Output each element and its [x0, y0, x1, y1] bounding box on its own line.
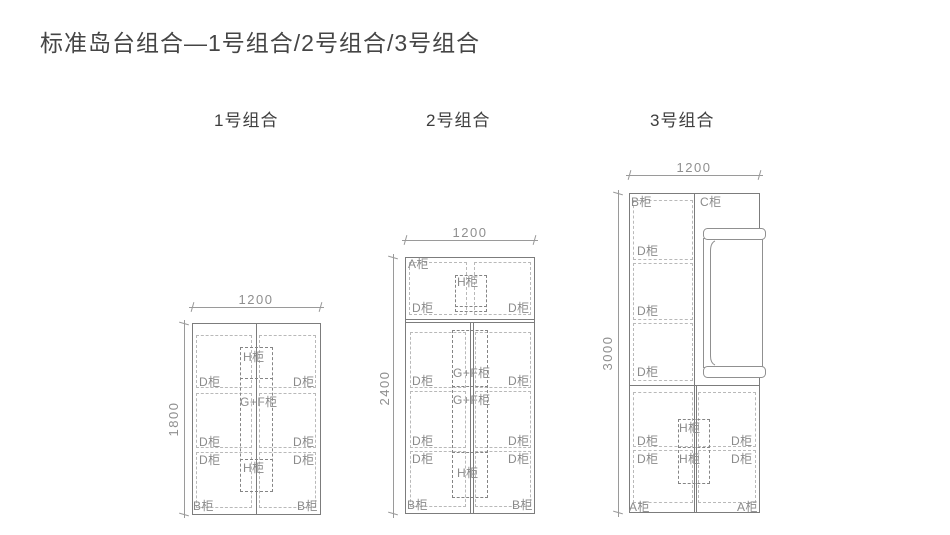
cabinet-box — [475, 391, 531, 448]
cabinet-label: D柜 — [508, 452, 530, 466]
cabinet-label: H柜 — [457, 466, 479, 480]
cabinet-label: D柜 — [412, 452, 434, 466]
cabinet-box — [409, 262, 467, 315]
cabinet-divider — [240, 459, 273, 460]
cabinet-label: D柜 — [293, 453, 315, 467]
cabinet-label: C柜 — [700, 195, 722, 209]
cabinet-label: D柜 — [199, 453, 221, 467]
dimension-line — [402, 240, 538, 241]
cabinet-box — [196, 452, 252, 508]
cabinet-divider — [455, 306, 487, 307]
cabinet-box — [698, 450, 756, 503]
cabinet-box — [196, 335, 252, 388]
divider-line — [629, 385, 760, 386]
cabinet-label: D柜 — [412, 374, 434, 388]
cabinet-label: A柜 — [737, 500, 759, 514]
cabinet-box-center — [240, 347, 273, 492]
divider-line — [694, 193, 695, 513]
cabinet-box — [633, 263, 693, 320]
cabinet-box — [410, 451, 466, 507]
dimension-value: 1200 — [452, 225, 488, 240]
cabinet-label: H柜 — [457, 275, 479, 289]
cabinet-label: D柜 — [412, 434, 434, 448]
cabinet-box — [259, 335, 316, 388]
dimension-value: 1800 — [166, 401, 181, 437]
dimension-line — [189, 307, 324, 308]
cabinet-label: G+F柜 — [240, 395, 278, 409]
cabinet-label: D柜 — [412, 301, 434, 315]
cabinet-box — [259, 452, 316, 508]
cabinet-box — [410, 391, 466, 448]
cabinet-label: H柜 — [679, 452, 701, 466]
cabinet-label: D柜 — [637, 365, 659, 379]
cabinet-label: D柜 — [731, 452, 753, 466]
cabinet-label: B柜 — [193, 499, 215, 513]
cabinet-label: A柜 — [629, 500, 651, 514]
combo2-header: 2号组合 — [426, 111, 491, 130]
dimension-value: 3000 — [600, 335, 615, 371]
page-title: 标准岛台组合—1号组合/2号组合/3号组合 — [40, 30, 481, 56]
cabinet-box — [475, 332, 531, 388]
dimension-value: 1200 — [238, 292, 274, 307]
cabinet-label: H柜 — [243, 461, 265, 475]
cabinet-divider — [452, 452, 488, 453]
cabinet-label: D柜 — [508, 301, 530, 315]
cabinet-label: D柜 — [508, 434, 530, 448]
cabinet-divider — [240, 378, 273, 379]
cabinet-label: D柜 — [637, 434, 659, 448]
cabinet-label: G+F柜 — [453, 366, 491, 380]
dimension-line — [618, 190, 619, 517]
cabinet-label: H柜 — [243, 350, 265, 364]
cabinet-divider — [452, 386, 488, 387]
cabinet-box — [410, 332, 466, 388]
cabinet-label: D柜 — [508, 374, 530, 388]
divider-line — [696, 385, 697, 513]
cabinet-label: B柜 — [407, 498, 429, 512]
cabinet-box — [259, 393, 316, 448]
cabinet-label: D柜 — [637, 304, 659, 318]
divider-line — [473, 322, 474, 514]
dimension-line — [626, 175, 763, 176]
cabinet-box — [474, 262, 531, 315]
sofa-icon — [703, 228, 766, 378]
dimension-value: 2400 — [377, 370, 392, 406]
cabinet-box-center — [452, 330, 488, 498]
cabinet-label: A柜 — [408, 257, 430, 271]
cabinet-label: D柜 — [293, 375, 315, 389]
cabinet-label: D柜 — [199, 435, 221, 449]
dimension-value: 1200 — [676, 160, 712, 175]
cabinet-divider — [678, 447, 710, 448]
cabinet-label: D柜 — [293, 435, 315, 449]
combo1-header: 1号组合 — [214, 111, 279, 130]
cabinet-label: G+F柜 — [453, 393, 491, 407]
cabinet-label: D柜 — [637, 244, 659, 258]
cabinet-box-center — [678, 419, 710, 484]
divider-line — [405, 319, 535, 320]
cabinet-box — [633, 200, 693, 260]
cabinet-box — [633, 323, 693, 381]
cabinet-label: B柜 — [512, 498, 534, 512]
cabinet-box — [196, 393, 252, 448]
combo3-header: 3号组合 — [650, 111, 715, 130]
cabinet-label: D柜 — [199, 375, 221, 389]
divider-line — [256, 323, 257, 515]
cabinet-label: H柜 — [679, 421, 701, 435]
cabinet-label: D柜 — [731, 434, 753, 448]
cabinet-box — [633, 450, 693, 503]
cabinet-label: B柜 — [631, 195, 653, 209]
cabinet-box — [475, 451, 531, 507]
dimension-line — [393, 254, 394, 518]
cabinet-label: B柜 — [297, 499, 319, 513]
cabinet-label: D柜 — [637, 452, 659, 466]
cabinet-box-center — [455, 275, 487, 312]
divider-line — [470, 322, 471, 514]
dimension-line — [184, 320, 185, 518]
